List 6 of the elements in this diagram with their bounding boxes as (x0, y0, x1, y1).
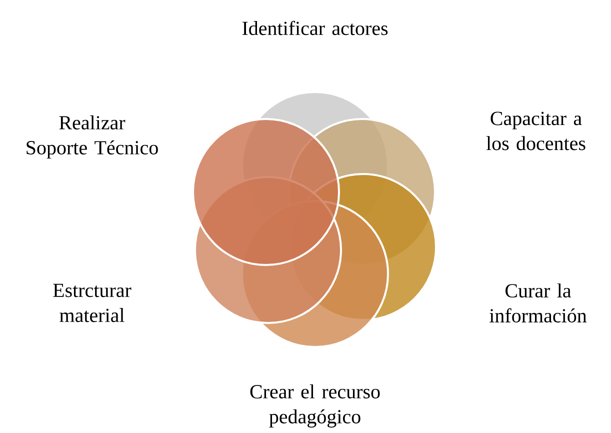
step-label: Estrcturar material (53, 284, 132, 322)
step-label: Crear el recurso pedagógico (250, 384, 380, 428)
step-label: Capacitar a los docentes (486, 112, 586, 150)
step-label: Identificar actores (242, 20, 388, 36)
step-label: Curar la información (490, 283, 587, 323)
step-label: Realizar Soporte Técnico (26, 115, 158, 159)
